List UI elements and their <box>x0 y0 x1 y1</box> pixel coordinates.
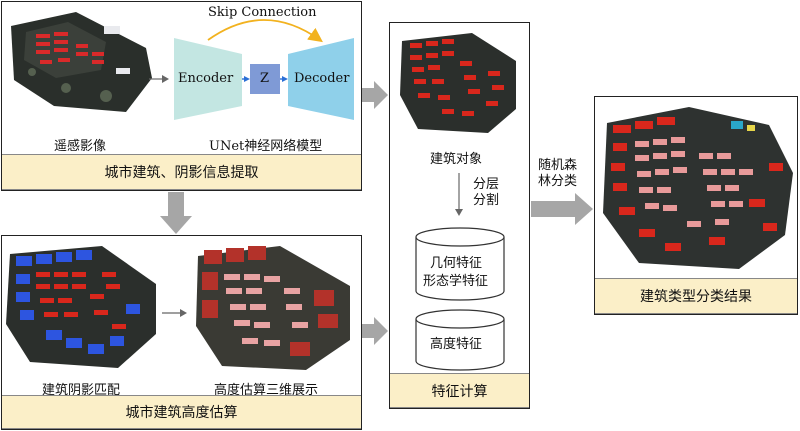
extraction-panel: Skip Connection Encoder Z Decoder 遥感影像 U… <box>1 1 362 191</box>
rs-image-label: 遥感影像 <box>54 139 107 154</box>
building-objects-label: 建筑对象 <box>430 152 483 167</box>
remote-sensing-image <box>11 12 152 112</box>
height-3d-image <box>196 246 350 370</box>
segmentation-label: 分层 分割 <box>473 177 500 208</box>
skip-connection-arc <box>207 19 323 43</box>
skip-connection-label: Skip Connection <box>208 5 317 20</box>
geometry-feature-cylinder <box>415 227 505 301</box>
result-band: 建筑类型分类结果 <box>595 278 797 314</box>
unet-diagram <box>174 19 354 120</box>
decoder-label: Decoder <box>294 71 350 86</box>
result-panel: 建筑类型分类结果 <box>594 96 798 315</box>
building-shadow-match-image <box>6 246 156 368</box>
building-shadow-match-label: 建筑阴影匹配 <box>42 383 121 398</box>
extraction-band: 城市建筑、阴影信息提取 <box>2 154 361 190</box>
features-panel: 建筑对象 分层 分割 几何特征 形态学特征 高度特征 特征计算 <box>389 22 530 409</box>
features-band: 特征计算 <box>390 373 529 408</box>
height-feature-cylinder <box>415 309 505 371</box>
height-3d-label: 高度估算三维展示 <box>214 383 319 398</box>
encoder-label: Encoder <box>178 71 234 86</box>
morphology-feature-label: 形态学特征 <box>423 274 489 289</box>
building-objects-image <box>400 33 516 133</box>
latent-box <box>250 64 280 94</box>
model-label: UNet神经网络模型 <box>209 139 323 154</box>
geometry-feature-label: 几何特征 <box>430 256 483 271</box>
decoder-trapezoid <box>288 38 354 120</box>
height-feature-label: 高度特征 <box>430 337 483 352</box>
encoder-trapezoid <box>174 38 242 120</box>
latent-label: Z <box>260 71 270 86</box>
height-band: 城市建筑高度估算 <box>2 395 361 429</box>
random-forest-label: 随机森 林分类 <box>538 158 578 189</box>
classification-result-image <box>603 107 793 269</box>
height-panel: 建筑阴影匹配 高度估算三维展示 城市建筑高度估算 <box>1 235 362 430</box>
